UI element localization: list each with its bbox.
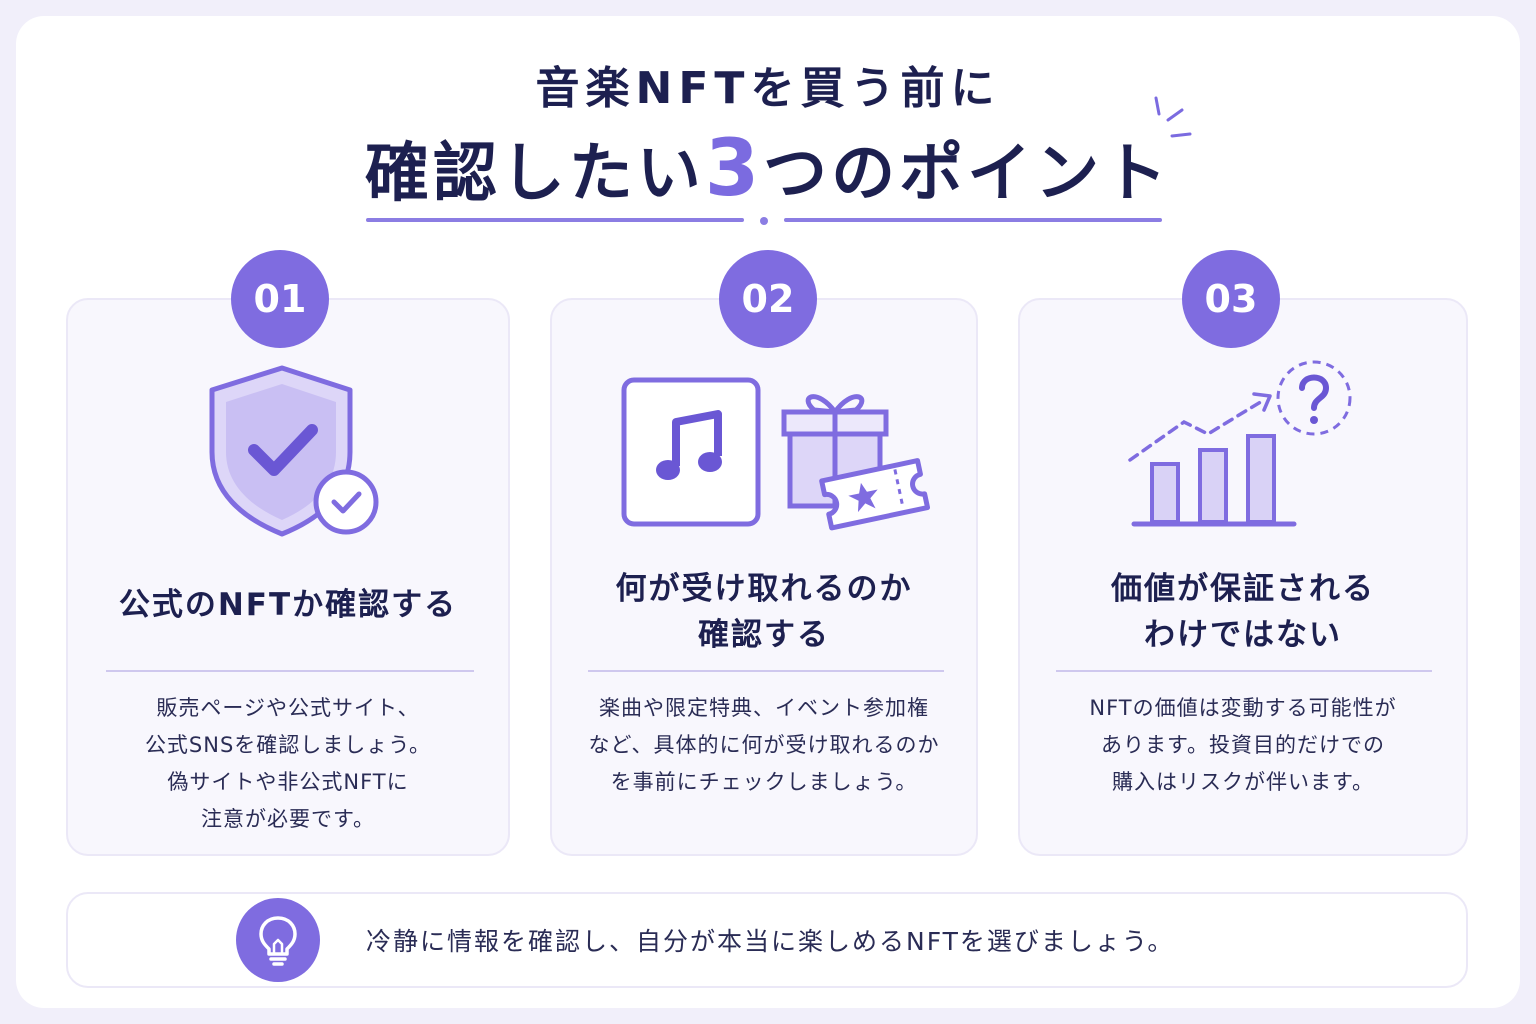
sparkle-icon bbox=[1154, 96, 1192, 138]
point-number-badge-1: 01 bbox=[231, 250, 329, 348]
point-title-1: 公式のNFTか確認する bbox=[118, 587, 458, 623]
divider bbox=[106, 670, 474, 672]
divider bbox=[1056, 670, 1432, 672]
point-number-badge-2: 02 bbox=[719, 250, 817, 348]
shield-check-icon bbox=[209, 365, 379, 537]
point-description-2: 楽曲や限定特典、イベント参加権 など、具体的に何が受け取れるのか を事前にチェッ… bbox=[588, 696, 940, 794]
point-description-1: 販売ページや公式サイト、 公式SNSを確認しましょう。 偽サイトや非公式NFTに… bbox=[144, 696, 432, 831]
point-card-3: 価値が保証される わけではない NFTの価値は変動する可能性が あります。投資目… bbox=[1018, 298, 1468, 856]
point-card-2: 何が受け取れるのか 確認する 楽曲や限定特典、イベント参加権 など、具体的に何が… bbox=[550, 298, 978, 856]
page-title-after: つのポイント bbox=[763, 137, 1172, 211]
page-title-number: 3 bbox=[704, 124, 764, 214]
point-description-3: NFTの価値は変動する可能性が あります。投資目的だけでの 購入はリスクが伴いま… bbox=[1089, 696, 1397, 794]
page-title-line2: 確認したい3つのポイント bbox=[0, 122, 1536, 214]
lightbulb-icon bbox=[259, 916, 297, 966]
lightbulb-icon-badge bbox=[236, 898, 320, 982]
music-gift-ticket-icon bbox=[621, 377, 931, 531]
chart-question-icon bbox=[1128, 360, 1352, 527]
page-title-before: 確認したい bbox=[364, 137, 705, 211]
footer-message: 冷静に情報を確認し、自分が本当に楽しめるNFTを選びましょう。 bbox=[366, 927, 1175, 956]
title-underline bbox=[366, 217, 1162, 225]
divider bbox=[588, 670, 944, 672]
page-title-line1: 音楽NFTを買う前に bbox=[535, 63, 1001, 114]
point-title-2: 何が受け取れるのか 確認する bbox=[615, 571, 913, 653]
point-title-3: 価値が保証される わけではない bbox=[1111, 571, 1375, 653]
point-number-badge-3: 03 bbox=[1182, 250, 1280, 348]
